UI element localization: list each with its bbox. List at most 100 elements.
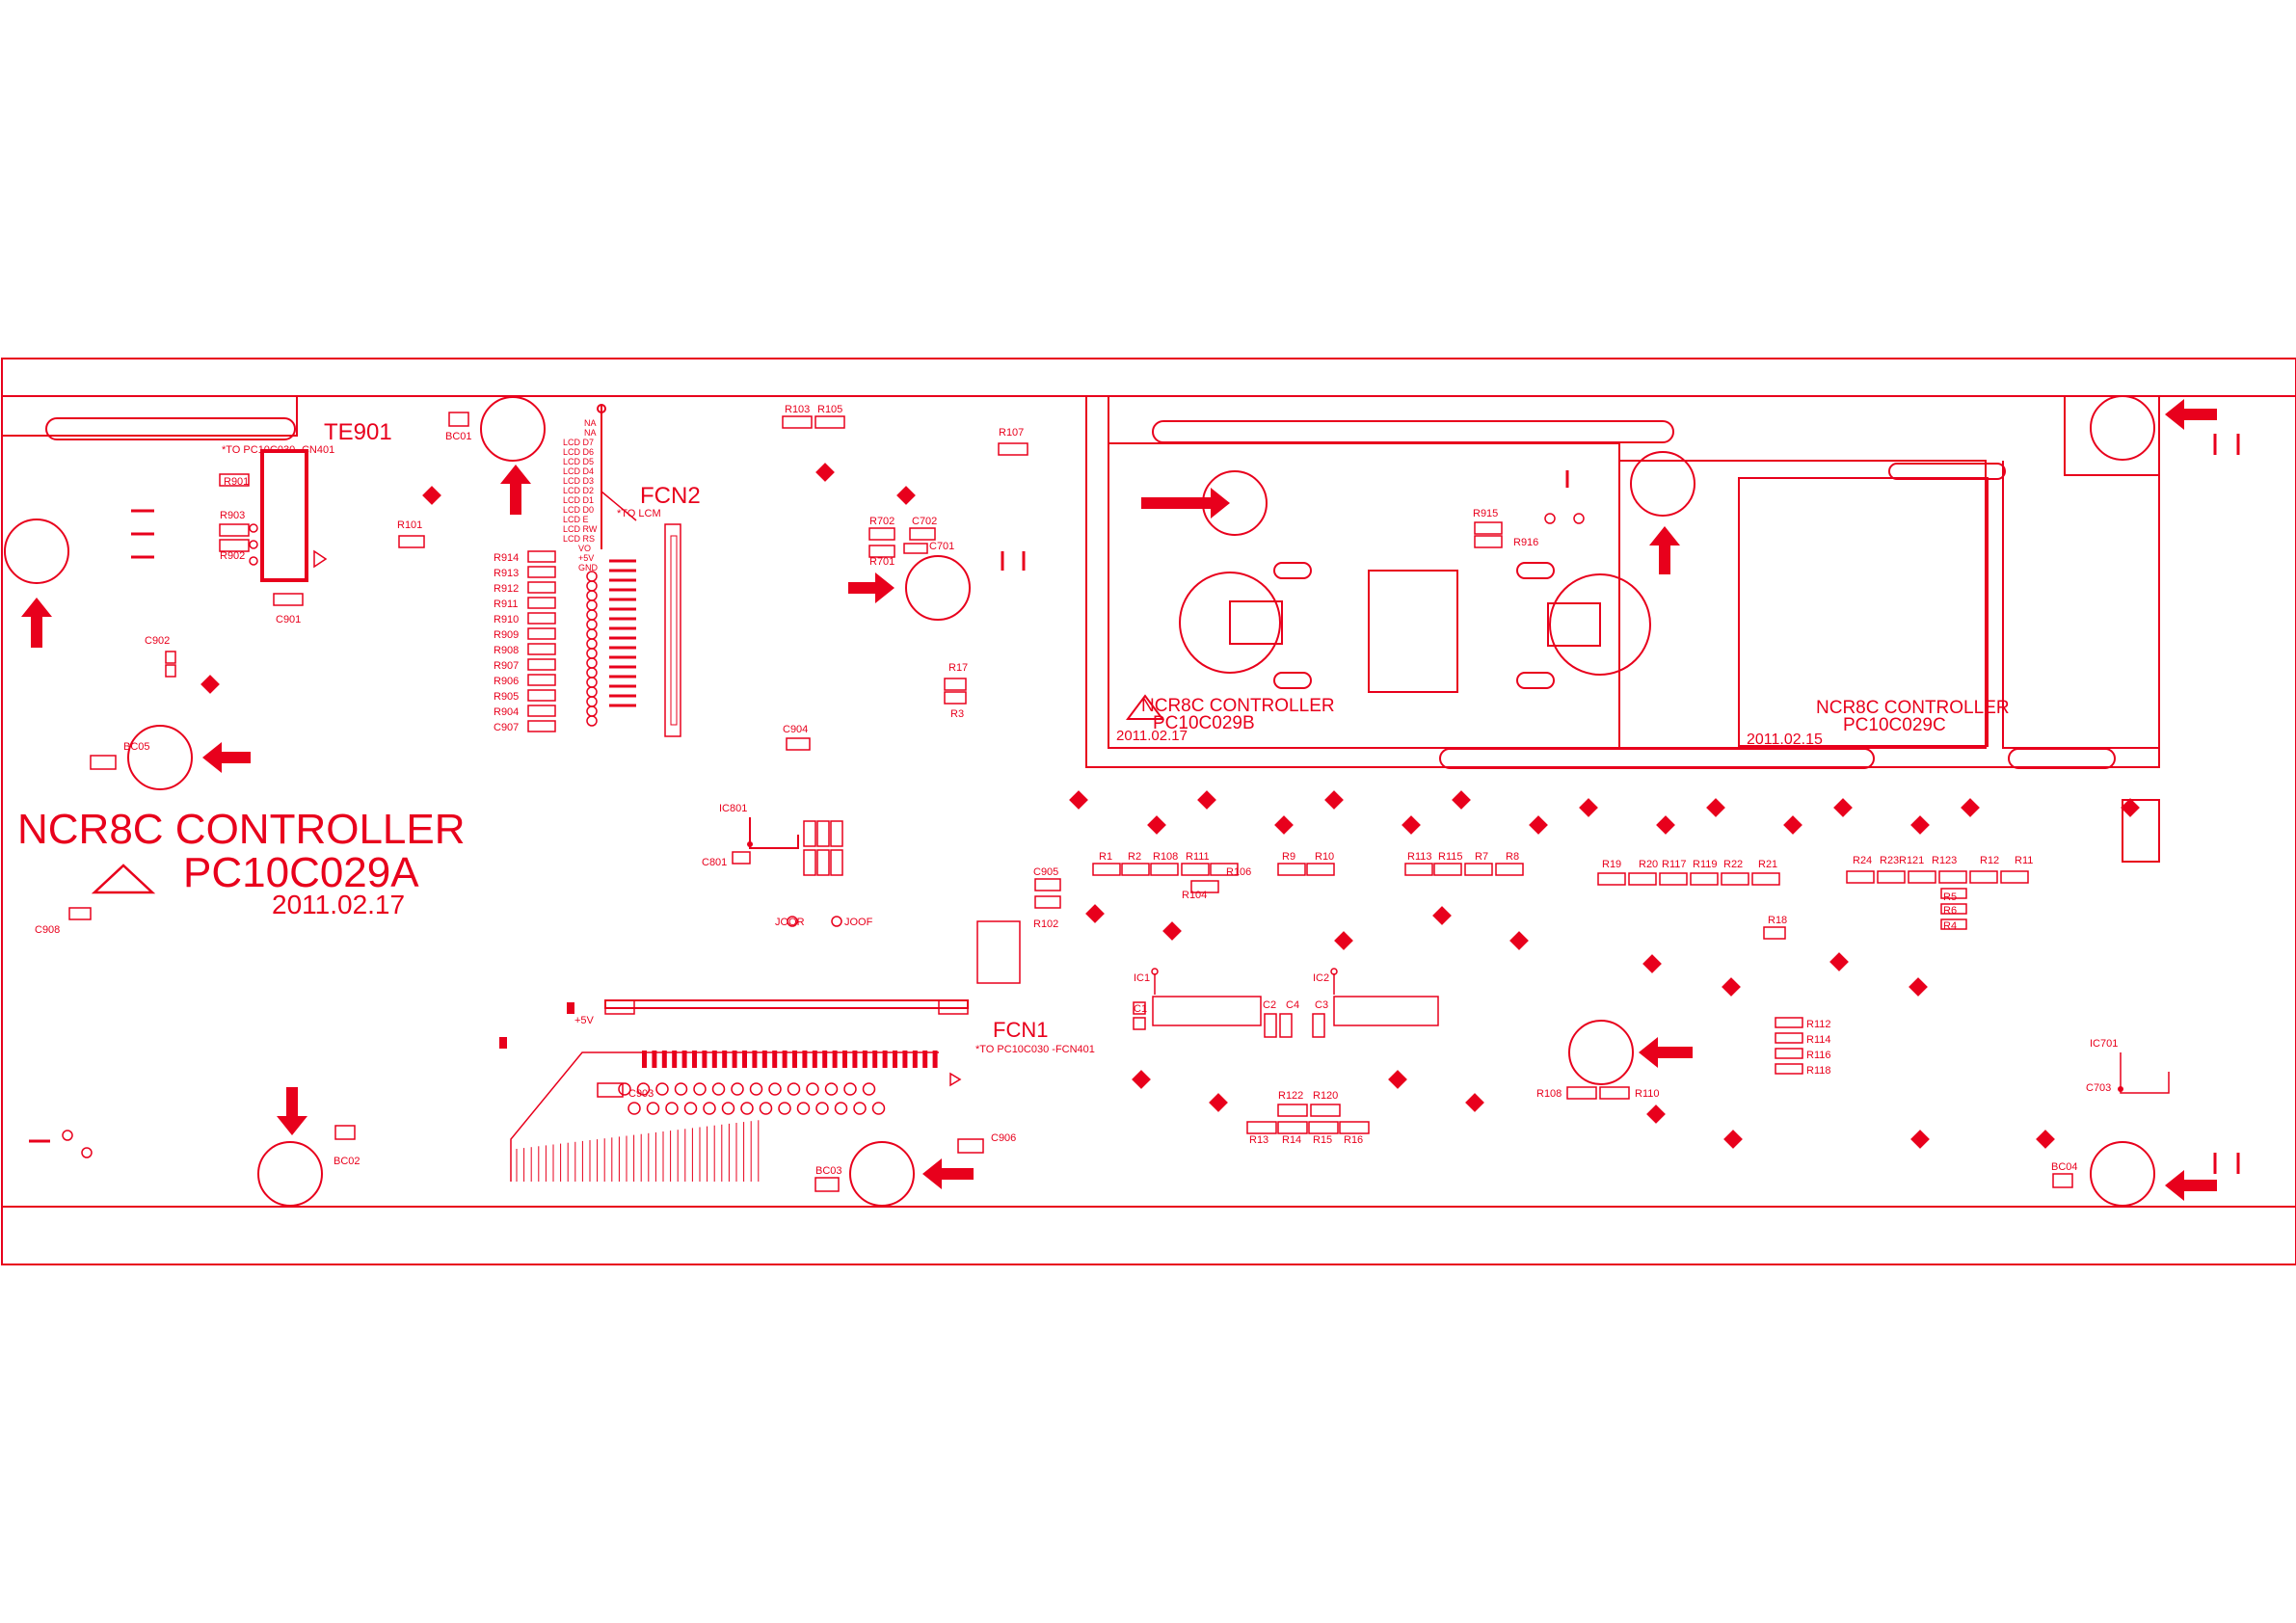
resistor-pad xyxy=(1751,872,1780,886)
via-pad xyxy=(586,580,598,592)
row-r22-label: R22 xyxy=(1723,859,1743,870)
via-pad xyxy=(674,1082,688,1096)
resistor-pad xyxy=(527,689,556,702)
row-r10-label: R10 xyxy=(1315,851,1334,863)
resistor-pad xyxy=(1495,863,1524,876)
row-r24-label: R24 xyxy=(1853,855,1872,866)
r108-label: R108 xyxy=(1536,1088,1562,1100)
via-pad xyxy=(740,1102,754,1115)
via-pad xyxy=(586,590,598,601)
resistor-pad xyxy=(1938,870,1967,884)
fcn2-pin-6: LCD D4 xyxy=(563,466,594,476)
resistor-pad xyxy=(527,658,556,671)
resistor-pad xyxy=(527,674,556,686)
via-pad xyxy=(806,1082,819,1096)
board-a-part-number: PC10C029A xyxy=(183,849,419,896)
resistor-pad xyxy=(527,597,556,609)
bc02-label: BC02 xyxy=(334,1156,360,1167)
resistor-pad xyxy=(1597,872,1626,886)
fcn1-finger xyxy=(742,1051,747,1068)
resistor-pad xyxy=(527,705,556,717)
via-pad xyxy=(655,1082,669,1096)
via-pad xyxy=(721,1102,735,1115)
via-pad xyxy=(749,1082,763,1096)
fcn1-note: *TO PC10C030 -FCN401 xyxy=(975,1044,1095,1055)
r702-label: R702 xyxy=(869,516,894,527)
fcn2-pin-labels: NA NA LCD D7 LCD D6 LCD D5 LCD D4 LCD D3… xyxy=(563,418,599,572)
fcn1-finger xyxy=(732,1051,737,1068)
resistor-pad xyxy=(1846,870,1875,884)
resistor-pad xyxy=(1210,863,1239,876)
fcn2-pin-7: LCD D3 xyxy=(563,476,594,486)
via-pad xyxy=(586,638,598,650)
component-rows: R1 R2 R108 R111 R9 R10 R113 R115 R7 R8 R… xyxy=(976,851,2033,984)
r107-label: R107 xyxy=(999,427,1024,439)
fcn1-finger xyxy=(932,1051,938,1068)
fcn1-finger xyxy=(902,1051,908,1068)
r907-label: R907 xyxy=(494,660,519,672)
via-pad xyxy=(586,667,598,678)
resistor-pad xyxy=(1908,870,1936,884)
fcn1-finger xyxy=(652,1051,657,1068)
row-r12-label: R12 xyxy=(1980,855,1999,866)
resistor-pad xyxy=(1306,863,1335,876)
board-b-date: 2011.02.17 xyxy=(1116,728,1188,744)
c801-label: C801 xyxy=(702,857,727,868)
via-pad xyxy=(586,686,598,698)
row-r23-label: R23 xyxy=(1880,855,1899,866)
fcn2-pin-16: GND xyxy=(578,563,599,572)
row-r117-label: R117 xyxy=(1662,859,1686,870)
r122-label: R122 xyxy=(1278,1090,1303,1102)
r110-label: R110 xyxy=(1635,1088,1659,1100)
r905-label: R905 xyxy=(494,691,519,703)
resistor-pad xyxy=(527,612,556,625)
via-pad xyxy=(731,1082,744,1096)
ic801-cluster: IC801 C801 JOOR JOOF xyxy=(702,803,873,928)
resistor-pad xyxy=(1877,870,1906,884)
row-r111-label: R111 xyxy=(1186,851,1210,863)
fcn2-pin-1: NA xyxy=(584,418,597,428)
r903-label: R903 xyxy=(220,510,245,521)
row-r1-label: R1 xyxy=(1099,851,1112,863)
r112-label: R112 xyxy=(1806,1019,1830,1030)
board-a-label: NCR8C CONTROLLER PC10C029A 2011.02.17 xyxy=(17,806,466,919)
r916-label: R916 xyxy=(1513,537,1538,548)
via-pad xyxy=(586,628,598,640)
via-pad xyxy=(586,648,598,659)
via-pad xyxy=(815,1102,829,1115)
fcn1-finger xyxy=(782,1051,788,1068)
board-c-title: NCR8C CONTROLLER xyxy=(1816,698,2010,718)
fcn2-pin-4: LCD D6 xyxy=(563,447,594,457)
fcn1-connector: FCN1 *TO PC10C030 -FCN401 +5V C903 C906 … xyxy=(29,999,1095,1192)
board-b-title: NCR8C CONTROLLER xyxy=(1141,696,1335,716)
via-pad xyxy=(586,705,598,717)
fcn1-finger xyxy=(882,1051,888,1068)
r909-label: R909 xyxy=(494,629,519,641)
resistor-pad xyxy=(1121,863,1150,876)
c703-label: C703 xyxy=(2086,1082,2111,1094)
te901-label: TE901 xyxy=(324,419,392,445)
row-r20-label: R20 xyxy=(1639,859,1658,870)
c908-label: C908 xyxy=(35,924,60,936)
c902-label: C902 xyxy=(145,635,170,647)
fcn1-finger xyxy=(852,1051,858,1068)
fcn1-finger xyxy=(761,1051,767,1068)
row-r113-label: R113 xyxy=(1407,851,1431,863)
c2-label: C2 xyxy=(1263,999,1276,1011)
board-b-part-number: PC10C029B xyxy=(1153,713,1255,733)
via-pad xyxy=(853,1102,867,1115)
resistor-pad xyxy=(1721,872,1749,886)
board-c-date: 2011.02.15 xyxy=(1747,732,1823,748)
via-pad xyxy=(586,657,598,669)
fcn2-pin-13: LCD RS xyxy=(563,534,595,544)
fcn1-finger xyxy=(832,1051,838,1068)
r908-label: R908 xyxy=(494,645,519,656)
via-pad xyxy=(787,1082,801,1096)
via-pad xyxy=(693,1082,707,1096)
arrow-markers xyxy=(21,399,2217,1201)
resistor-pad xyxy=(527,643,556,655)
row-r2-label: R2 xyxy=(1128,851,1141,863)
resistor-pad xyxy=(1181,863,1210,876)
fcn1-finger xyxy=(642,1051,647,1068)
